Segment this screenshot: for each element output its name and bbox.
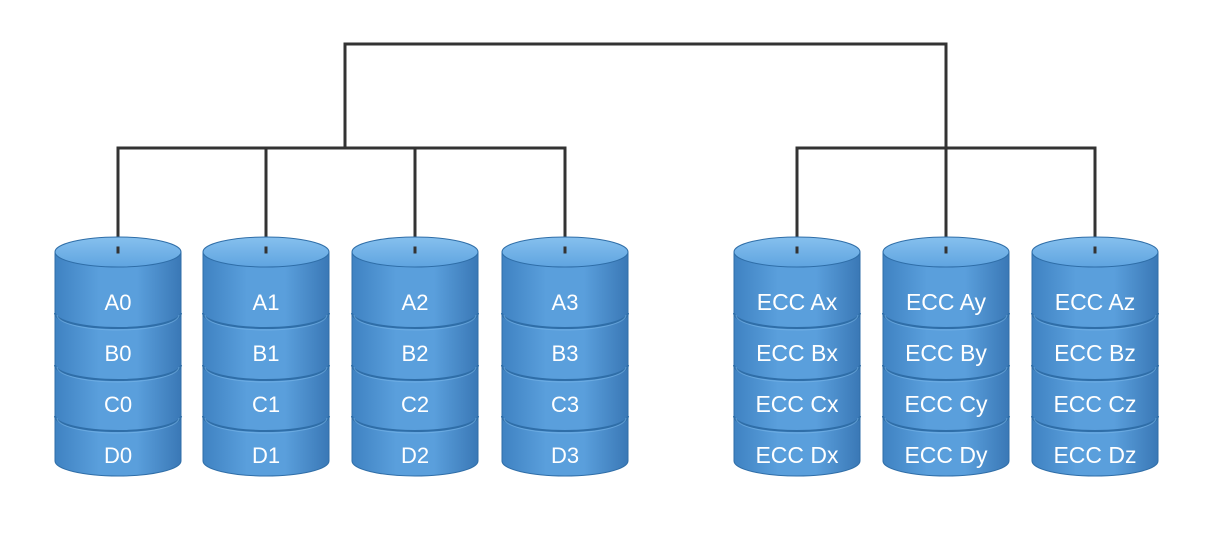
disk-block-label: C0 xyxy=(104,392,132,417)
disk-divider-highlight xyxy=(884,417,1008,434)
disk-block-label: A1 xyxy=(253,290,280,315)
disk-divider-highlight xyxy=(884,314,1008,331)
disk-body xyxy=(501,251,629,477)
disk-divider-highlight xyxy=(735,417,859,434)
disk-divider-highlight xyxy=(56,417,180,434)
disk-divider xyxy=(882,415,1010,432)
disk-divider xyxy=(733,364,861,381)
disk-block-label: ECC By xyxy=(905,340,987,366)
disk-divider xyxy=(351,415,479,432)
disk-divider xyxy=(54,415,182,432)
disk-divider-highlight xyxy=(204,314,328,331)
disk-divider-highlight xyxy=(735,314,859,331)
disk-block-label: C2 xyxy=(401,392,429,417)
disk-divider xyxy=(733,415,861,432)
disk-block-label: ECC Dx xyxy=(755,442,839,468)
disk-block-label: A3 xyxy=(552,290,579,315)
disk-block-label: ECC Ay xyxy=(906,289,987,315)
disk-block-label: C3 xyxy=(551,392,579,417)
disk-divider xyxy=(351,364,479,381)
ecc-disk: ECC Ay ECC By ECC Cy ECC Dy xyxy=(882,236,1010,477)
disk-body xyxy=(202,251,330,477)
disk-block-label: ECC Cx xyxy=(755,391,839,417)
disk-block-label: ECC Dz xyxy=(1053,442,1136,468)
disk-divider xyxy=(202,364,330,381)
disk-divider-highlight xyxy=(1033,417,1157,434)
ecc-disk: ECC Az ECC Bz ECC Cz ECC Dz xyxy=(1031,236,1159,477)
disk-block-label: ECC Ax xyxy=(757,289,838,315)
disk-block-label: B2 xyxy=(402,341,429,366)
disk-body xyxy=(733,251,861,477)
disk-block-label: D3 xyxy=(551,443,579,468)
disk-divider xyxy=(1031,415,1159,432)
disk-divider xyxy=(54,364,182,381)
disk-divider-highlight xyxy=(884,366,1008,383)
disk-block-label: ECC Bx xyxy=(756,340,838,366)
disk-divider xyxy=(501,312,629,329)
disk-divider xyxy=(733,312,861,329)
disk-divider xyxy=(882,312,1010,329)
disk-block-label: ECC Cy xyxy=(904,391,988,417)
disk-body xyxy=(882,251,1010,477)
disk-block-label: A2 xyxy=(402,290,429,315)
disk-divider xyxy=(54,312,182,329)
top-link-wire xyxy=(343,42,948,150)
disk-block-label: C1 xyxy=(252,392,280,417)
disk-block-label: ECC Bz xyxy=(1054,340,1136,366)
disk-divider-highlight xyxy=(503,366,627,383)
disk-body xyxy=(54,251,182,477)
disk-divider-highlight xyxy=(1033,366,1157,383)
disk-divider-highlight xyxy=(204,417,328,434)
disk-block-label: D2 xyxy=(401,443,429,468)
disk-block-label: B0 xyxy=(105,341,132,366)
disk-block-label: B3 xyxy=(552,341,579,366)
disk-divider-highlight xyxy=(56,366,180,383)
disk-divider-highlight xyxy=(353,314,477,331)
disk-body xyxy=(1031,251,1159,477)
disk-divider-highlight xyxy=(503,417,627,434)
disk-block-label: B1 xyxy=(253,341,280,366)
disk-divider-highlight xyxy=(56,314,180,331)
disk-block-label: D0 xyxy=(104,443,132,468)
disk-divider-highlight xyxy=(353,366,477,383)
ecc-disk: ECC Ax ECC Bx ECC Cx ECC Dx xyxy=(733,236,861,477)
disk-divider-highlight xyxy=(204,366,328,383)
disk-divider xyxy=(501,364,629,381)
disk-block-label: D1 xyxy=(252,443,280,468)
disk-divider-highlight xyxy=(1033,314,1157,331)
disk-divider-highlight xyxy=(735,366,859,383)
disk-divider xyxy=(1031,364,1159,381)
disk-divider xyxy=(202,312,330,329)
disk-divider-highlight xyxy=(503,314,627,331)
disk-body xyxy=(351,251,479,477)
disk-divider xyxy=(501,415,629,432)
disk-block-label: ECC Az xyxy=(1055,289,1136,315)
disk-divider xyxy=(202,415,330,432)
disk-block-label: ECC Dy xyxy=(904,442,988,468)
disk-divider-highlight xyxy=(353,417,477,434)
disk-divider xyxy=(1031,312,1159,329)
disk-divider xyxy=(882,364,1010,381)
connection-tree xyxy=(116,42,1097,254)
disk-divider xyxy=(351,312,479,329)
disk-block-label: A0 xyxy=(105,290,132,315)
disk-block-label: ECC Cz xyxy=(1053,391,1136,417)
